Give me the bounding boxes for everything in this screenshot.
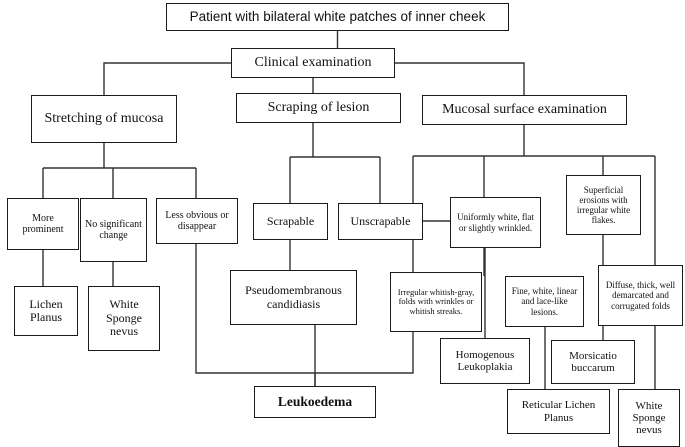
node-fine: Fine, white, linear and lace-like lesion…	[505, 276, 584, 327]
node-label-superficial: Superficial erosions with irregular whit…	[576, 184, 631, 226]
node-label-mucosal: Mucosal surface examination	[442, 102, 607, 118]
node-label-wsn1: White Sponge nevus	[106, 297, 142, 339]
node-root: Patient with bilateral white patches of …	[166, 3, 509, 31]
node-stretching: Stretching of mucosa	[31, 95, 177, 143]
node-label-fine: Fine, white, linear and lace-like lesion…	[511, 286, 578, 317]
node-label-stretching: Stretching of mucosa	[44, 111, 164, 127]
node-label-scraping: Scraping of lesion	[267, 100, 370, 116]
node-reticular: Reticular Lichen Planus	[507, 389, 610, 434]
node-more: More prominent	[7, 198, 79, 250]
node-label-more: More prominent	[22, 212, 64, 235]
node-irregular: Irregular whitish-gray, folds with wrink…	[390, 272, 482, 332]
node-label-irregular: Irregular whitish-gray, folds with wrink…	[397, 286, 475, 316]
node-uniform: Uniformly white, flat or slightly wrinkl…	[450, 197, 541, 248]
node-wsn1: White Sponge nevus	[88, 286, 160, 351]
node-label-clinical: Clinical examination	[254, 55, 372, 71]
node-morsicatio: Morsicatio buccarum	[551, 340, 635, 384]
node-label-morsicatio: Morsicatio buccarum	[569, 349, 617, 374]
connector-irregular-to-leukoedema	[315, 332, 414, 374]
node-label-lichen: Lichen Planus	[29, 296, 63, 324]
node-label-scrapable: Scrapable	[266, 213, 315, 228]
connector-scraping-to-scrapable	[289, 123, 380, 203]
node-wsn2: White Sponge nevus	[618, 389, 680, 447]
connector-clinical-to-stretching	[103, 62, 231, 95]
node-homogenous: Homogenous Leukoplakia	[440, 338, 530, 384]
node-scrapable: Scrapable	[253, 203, 328, 240]
node-scraping: Scraping of lesion	[236, 93, 401, 123]
node-leukoedema: Leukoedema	[254, 386, 376, 418]
node-lichen: Lichen Planus	[14, 286, 78, 336]
node-lessobv: Less obvious or disappear	[156, 198, 238, 244]
node-nochange: No significant change	[80, 198, 147, 262]
node-label-unscrapable: Unscrapable	[350, 213, 411, 228]
node-pseudo: Pseudomembranous candidiasis	[230, 270, 357, 325]
node-label-root: Patient with bilateral white patches of …	[189, 9, 486, 25]
node-label-nochange: No significant change	[85, 218, 142, 241]
node-label-reticular: Reticular Lichen Planus	[521, 399, 596, 424]
node-label-leukoedema: Leukoedema	[277, 394, 353, 410]
node-unscrapable: Unscrapable	[338, 203, 423, 240]
node-superficial: Superficial erosions with irregular whit…	[566, 175, 641, 235]
connector-stretching-to-more	[42, 143, 196, 198]
node-clinical: Clinical examination	[231, 48, 395, 78]
connector-mucosal-to-branchbus	[413, 125, 655, 157]
node-diffuse: Diffuse, thick, well demarcated and corr…	[598, 265, 683, 326]
node-label-pseudo: Pseudomembranous candidiasis	[245, 283, 342, 311]
node-label-lessobv: Less obvious or disappear	[165, 209, 229, 232]
connector-clinical-to-mucosal	[395, 62, 525, 95]
node-label-diffuse: Diffuse, thick, well demarcated and corr…	[605, 280, 676, 311]
node-label-homogenous: Homogenous Leukoplakia	[455, 348, 515, 373]
node-mucosal: Mucosal surface examination	[422, 95, 627, 125]
node-label-uniform: Uniformly white, flat or slightly wrinkl…	[457, 212, 534, 233]
node-label-wsn2: White Sponge nevus	[632, 399, 666, 437]
